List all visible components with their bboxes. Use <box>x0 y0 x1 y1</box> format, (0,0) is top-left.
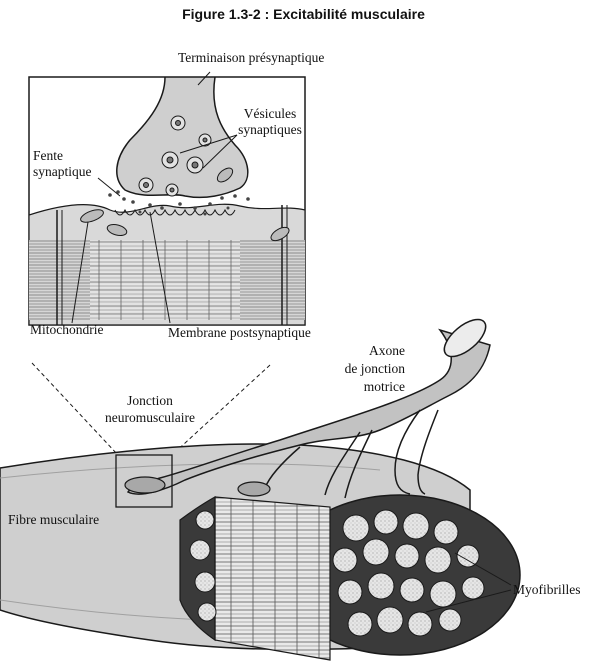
myofibril-bundles <box>332 509 485 637</box>
label-muscle-fiber: Fibre musculaire <box>8 512 100 527</box>
label-neuromuscular-junction-2: neuromusculaire <box>105 410 195 425</box>
label-neuromuscular-junction-1: Jonction <box>127 393 173 408</box>
label-motor-axon-2: de jonction <box>344 361 405 376</box>
mitochondria-shape <box>80 209 104 223</box>
figure-title: Figure 1.3-2 : Excitabilité musculaire <box>182 6 425 22</box>
label-myofibrils: Myofibrilles <box>513 582 581 597</box>
motor-axon <box>124 318 491 499</box>
label-mitochondria: Mitochondrie <box>30 322 104 337</box>
label-postsynaptic-membrane: Membrane postsynaptique <box>168 325 311 340</box>
label-motor-axon-3: motrice <box>363 379 405 394</box>
label-synaptic-cleft-2: synaptique <box>33 164 92 179</box>
junction-highlight-box <box>115 454 173 508</box>
label-synaptic-cleft-1: Fente <box>33 148 63 163</box>
label-synaptic-vesicles-2: synaptiques <box>238 122 302 137</box>
presynaptic-terminal <box>116 77 249 199</box>
synaptic-vesicles <box>138 115 212 197</box>
label-presynaptic-terminal: Terminaison présynaptique <box>178 50 325 65</box>
inset-box <box>28 71 306 326</box>
label-synaptic-vesicles-1: Vésicules <box>243 106 297 121</box>
label-motor-axon-1: Axone <box>369 343 405 358</box>
muscle-fiber <box>0 443 521 661</box>
